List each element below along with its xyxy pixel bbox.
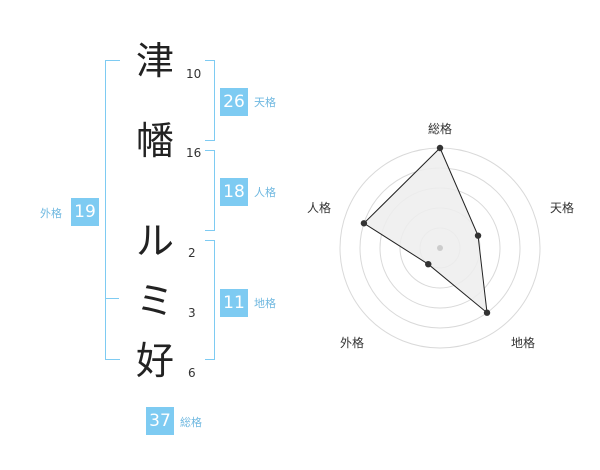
stroke-count-4: 3 (188, 306, 196, 320)
jinkaku-value: 18 (220, 178, 248, 206)
radar-point-3 (483, 309, 491, 316)
chikaku-label: 地格 (254, 297, 276, 310)
tenkaku-label: 天格 (254, 96, 276, 109)
stroke-count-1: 10 (186, 67, 202, 81)
name-char-5: 好 (135, 339, 174, 383)
radar-axis-label-tenkaku: 天格 (550, 201, 575, 215)
soukaku-label: 総格 (180, 416, 202, 429)
radar-polygon (363, 147, 488, 314)
name-char-4: ミ (135, 279, 174, 323)
jinkaku-bracket (205, 150, 215, 231)
name-char-2: 幡 (135, 119, 174, 163)
radar-axis-label-gaikaku: 外格 (340, 336, 365, 350)
gaikaku-value: 19 (71, 198, 99, 226)
gaikaku-bracket (105, 60, 120, 360)
stroke-count-2: 16 (186, 146, 202, 160)
radar-axis-label-soukaku: 総格 (428, 122, 453, 136)
tenkaku-value: 26 (220, 88, 248, 116)
radar-point-1 (436, 144, 444, 152)
radar-point-5 (360, 220, 368, 227)
gaikaku-label: 外格 (40, 207, 62, 220)
jinkaku-label: 人格 (254, 186, 276, 199)
radar-point-4 (425, 260, 432, 268)
name-char-1: 津 (135, 39, 174, 83)
radar-point-2 (474, 232, 482, 239)
name-char-3: ル (135, 219, 174, 263)
stroke-count-5: 6 (188, 366, 196, 380)
radar-axis-label-chikaku: 地格 (511, 336, 536, 350)
chikaku-value: 11 (220, 289, 248, 317)
gaikaku-bracket-divider (105, 298, 119, 299)
radar-chart (339, 144, 541, 349)
radar-center-dot (437, 245, 443, 251)
stroke-count-3: 2 (188, 246, 196, 260)
soukaku-value: 37 (146, 407, 174, 435)
tenkaku-bracket (205, 60, 215, 141)
radar-axis-label-jinkaku: 人格 (307, 201, 332, 215)
chikaku-bracket (205, 240, 215, 360)
